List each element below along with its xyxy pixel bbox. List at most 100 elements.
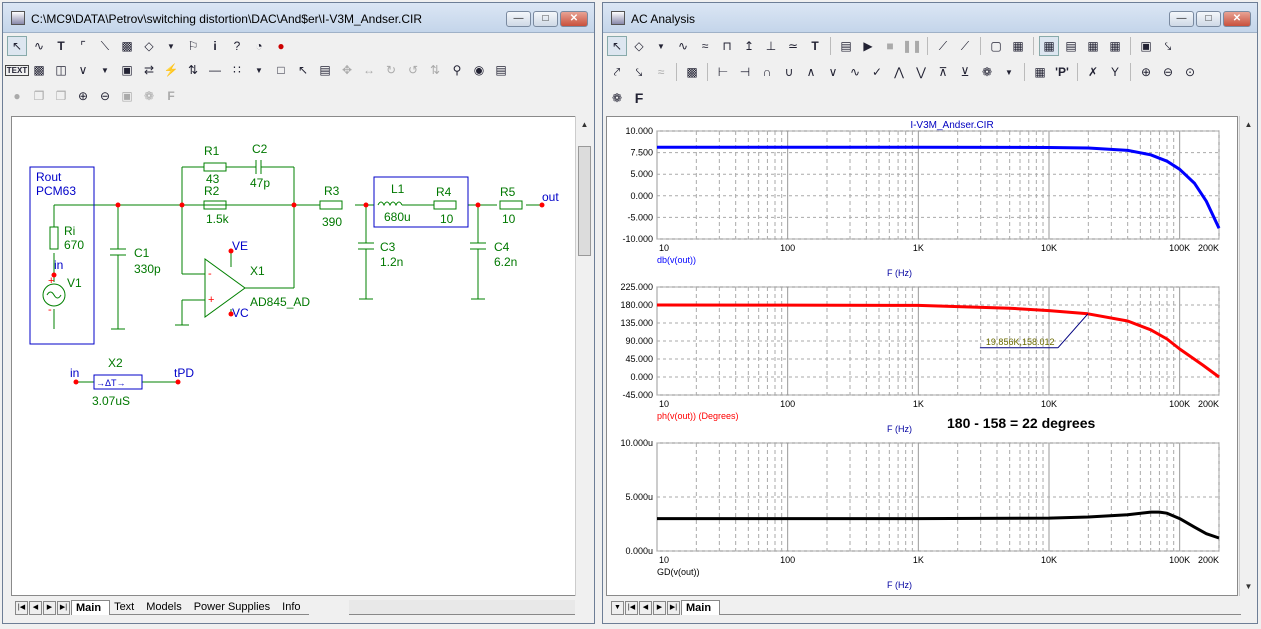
scroll-thumb[interactable] bbox=[578, 146, 591, 256]
shapes-icon[interactable]: ◇ bbox=[634, 39, 644, 53]
notes-icon[interactable]: ▤ bbox=[495, 63, 507, 77]
analysis-titlebar[interactable]: AC Analysis — □ ✕ bbox=[603, 3, 1257, 33]
diagonal-icon[interactable]: ⟋ bbox=[960, 38, 970, 53]
tab-main[interactable]: Main bbox=[681, 600, 721, 615]
mirror-icon[interactable]: ↺ bbox=[407, 63, 419, 77]
tab-last-icon[interactable]: ▶| bbox=[667, 601, 680, 615]
dropdown-arrow-icon[interactable]: ▼ bbox=[1005, 67, 1013, 77]
pin-connections-icon[interactable]: ◫ bbox=[55, 63, 67, 77]
grid-fine-icon[interactable]: ▤ bbox=[1065, 39, 1077, 53]
top-icon[interactable]: ⊼ bbox=[938, 65, 948, 79]
flag-icon[interactable]: ⚐ bbox=[187, 39, 199, 53]
tab-next-icon[interactable]: ▶ bbox=[653, 601, 666, 615]
binoculars-icon[interactable]: ◉ bbox=[473, 63, 485, 77]
peak-icon[interactable]: ∩ bbox=[762, 65, 772, 79]
label-icon[interactable]: ⊥ bbox=[765, 39, 777, 53]
low-icon[interactable]: ∨ bbox=[828, 65, 838, 79]
info-icon[interactable]: i bbox=[213, 39, 217, 53]
power-icon[interactable]: ⚡ bbox=[163, 63, 179, 77]
trend-icon[interactable]: ⤥ bbox=[1164, 38, 1172, 53]
dropdown-arrow-icon[interactable]: ▼ bbox=[657, 41, 665, 51]
select-mode-icon[interactable]: ↖ bbox=[7, 36, 27, 56]
scale-icon[interactable]: ≈ bbox=[701, 39, 709, 53]
maximize-button[interactable]: □ bbox=[533, 11, 558, 27]
minimize-button[interactable]: — bbox=[506, 11, 531, 27]
maximize-button[interactable]: □ bbox=[1196, 11, 1221, 27]
tab-last-icon[interactable]: ▶| bbox=[57, 601, 70, 615]
mirror-v-icon[interactable]: ⇅ bbox=[429, 63, 441, 77]
shapes-icon[interactable]: ◇ bbox=[144, 39, 154, 53]
text-toggle-icon[interactable]: TEXT bbox=[4, 64, 30, 76]
tab-first-icon[interactable]: |◀ bbox=[625, 601, 638, 615]
schematic-vscrollbar[interactable]: ▲ bbox=[575, 116, 592, 596]
tab-next-icon[interactable]: ▶ bbox=[43, 601, 56, 615]
flip-icon[interactable]: ↔ bbox=[363, 63, 375, 77]
copy-icon[interactable]: ❐ bbox=[33, 89, 45, 103]
pause-icon[interactable]: ❚❚ bbox=[901, 39, 923, 53]
grid-icon[interactable]: ▦ bbox=[1012, 39, 1024, 53]
scroll-up-icon[interactable]: ▲ bbox=[1244, 120, 1253, 129]
stop-icon[interactable]: ● bbox=[13, 89, 21, 103]
tab-prev-icon[interactable]: ◀ bbox=[29, 601, 42, 615]
run-icon[interactable]: ▶ bbox=[863, 39, 873, 53]
close-button[interactable]: ✕ bbox=[1223, 11, 1251, 27]
wire-icon[interactable]: ⌜ bbox=[80, 39, 86, 53]
palette-icon[interactable]: ❁ bbox=[143, 89, 155, 103]
baseline-icon[interactable]: ▣ bbox=[1140, 39, 1152, 53]
scroll-up-icon[interactable]: ▲ bbox=[580, 120, 589, 129]
wire-mode-icon[interactable]: ∿ bbox=[33, 39, 45, 53]
schematic-hscrollbar[interactable] bbox=[348, 600, 575, 615]
tab-power-supplies[interactable]: Power Supplies bbox=[189, 600, 279, 615]
bottom-icon[interactable]: ⊻ bbox=[960, 65, 970, 79]
probe-icon[interactable]: ◔ bbox=[255, 39, 263, 53]
grid-lines-icon[interactable]: ▦ bbox=[1109, 39, 1121, 53]
node-numbers-icon[interactable]: ▩ bbox=[33, 63, 45, 77]
grid-text-icon[interactable]: ∨ bbox=[78, 63, 88, 77]
text-mode-icon[interactable]: T bbox=[811, 39, 819, 53]
zoom-in-icon[interactable]: ⊕ bbox=[77, 89, 89, 103]
cursor-right-icon[interactable]: ⊣ bbox=[739, 65, 751, 79]
global-low-icon[interactable]: ⋁ bbox=[916, 65, 926, 79]
chart-icon[interactable]: ▩ bbox=[686, 65, 698, 79]
dropdown-arrow-icon[interactable]: ▼ bbox=[101, 65, 109, 75]
line-icon[interactable]: ⟋ bbox=[938, 38, 948, 53]
cursor-peak-icon[interactable]: ⤤ bbox=[613, 64, 621, 79]
on-off-icon[interactable]: ⇅ bbox=[187, 63, 199, 77]
palette-icon[interactable]: ❁ bbox=[611, 91, 623, 105]
line-icon[interactable]: ⟍ bbox=[100, 38, 110, 53]
tab-main[interactable]: Main bbox=[71, 600, 111, 615]
y-scale-icon[interactable]: Y bbox=[1110, 65, 1119, 79]
slope-icon[interactable]: ✓ bbox=[871, 65, 883, 79]
help-icon[interactable]: ? bbox=[233, 39, 241, 53]
x-scale-icon[interactable]: ✗ bbox=[1087, 65, 1099, 79]
find-icon[interactable]: ⚲ bbox=[452, 63, 462, 77]
inflection-icon[interactable]: ∿ bbox=[849, 65, 861, 79]
high-icon[interactable]: ∧ bbox=[806, 65, 816, 79]
camera-icon[interactable]: ▣ bbox=[121, 89, 133, 103]
tab-dropdown-icon[interactable]: ▼ bbox=[611, 601, 624, 615]
scroll-down-icon[interactable]: ▼ bbox=[1244, 582, 1253, 591]
schematic-titlebar[interactable]: C:\MC9\DATA\Petrov\switching distortion\… bbox=[3, 3, 594, 33]
schematic-canvas[interactable]: Rout PCM63 out in tPD →ΔT→ VE VC in Ri 6… bbox=[11, 116, 577, 596]
p-icon[interactable]: 'P' bbox=[1055, 65, 1069, 79]
zoom-fit-icon[interactable]: ⊙ bbox=[1184, 65, 1196, 79]
border-icon[interactable]: □ bbox=[277, 63, 285, 77]
dropdown-arrow-icon[interactable]: ▼ bbox=[255, 65, 263, 75]
font-icon[interactable]: F bbox=[167, 89, 175, 103]
zoom-in-icon[interactable]: ⊕ bbox=[1140, 65, 1152, 79]
tab-first-icon[interactable]: |◀ bbox=[15, 601, 28, 615]
zoom-out-icon[interactable]: ⊖ bbox=[1162, 65, 1174, 79]
rotate-icon[interactable]: ↻ bbox=[385, 63, 397, 77]
stop-icon[interactable]: ■ bbox=[886, 39, 894, 53]
cursor-wave-icon[interactable]: ≈ bbox=[657, 65, 665, 79]
font-icon[interactable]: F bbox=[634, 90, 644, 106]
tab-models[interactable]: Models bbox=[142, 600, 190, 615]
cursor-valley-icon[interactable]: ⤥ bbox=[635, 64, 643, 79]
minimize-button[interactable]: — bbox=[1169, 11, 1194, 27]
palette-icon[interactable]: ❁ bbox=[981, 65, 993, 79]
table-icon[interactable]: ▦ bbox=[1034, 65, 1046, 79]
tab-text[interactable]: Text bbox=[110, 600, 143, 615]
properties-icon[interactable]: ▤ bbox=[319, 63, 331, 77]
analysis-vscrollbar[interactable]: ▲ ▼ bbox=[1239, 116, 1256, 596]
